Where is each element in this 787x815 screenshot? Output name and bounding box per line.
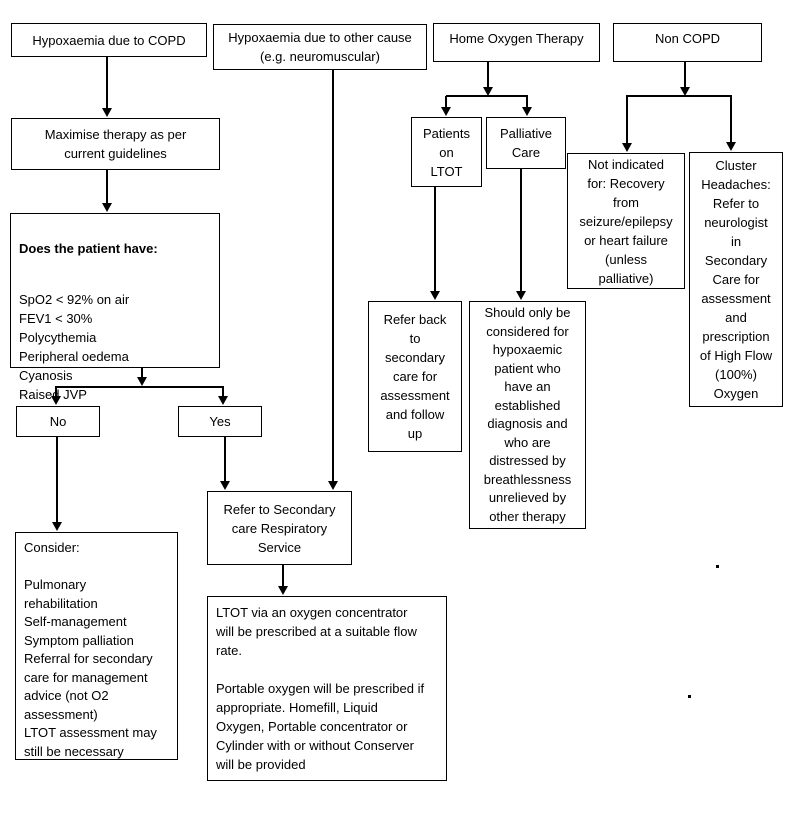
- node-yes: Yes: [178, 406, 262, 437]
- arrowhead-criteria-stem: [137, 377, 147, 386]
- arrow-line-home-oxygen-stem: [487, 62, 489, 88]
- node-non-copd: Non COPD: [613, 23, 762, 62]
- arrow-line-to-no: [55, 387, 57, 397]
- arrowhead-to-yes: [218, 396, 228, 405]
- arrow-line-copd-to-maximise: [106, 57, 108, 109]
- node-hypoxaemia-copd: Hypoxaemia due to COPD: [11, 23, 207, 57]
- node-consider-options: Consider: Pulmonary rehabilitation Self-…: [15, 532, 178, 760]
- arrow-line-patients-to-refer-back: [434, 187, 436, 292]
- arrowhead-yes-to-refer: [220, 481, 230, 490]
- arrowhead-refer-to-ltot: [278, 586, 288, 595]
- node-patient-criteria: Does the patient have: SpO2 < 92% on air…: [10, 213, 220, 402]
- arrowhead-home-oxygen-stem: [483, 87, 493, 96]
- arrow-line-to-patients-ltot: [445, 96, 447, 108]
- arrow-line-non-copd-stem: [684, 62, 686, 88]
- arrowhead-maximise-to-criteria: [102, 203, 112, 212]
- node-palliative-care: Palliative Care: [486, 117, 566, 169]
- stray-dot-1: [716, 565, 719, 568]
- arrowhead-palliative-to-should: [516, 291, 526, 300]
- criteria-list: SpO2 < 92% on air FEV1 < 30% Polycythemi…: [19, 292, 130, 402]
- bracket-home-oxygen: [446, 95, 528, 97]
- arrow-line-refer-to-ltot: [282, 565, 284, 587]
- node-maximise-therapy: Maximise therapy as per current guidelin…: [11, 118, 220, 170]
- arrowhead-to-patients-ltot: [441, 107, 451, 116]
- node-no: No: [16, 406, 100, 437]
- arrow-line-palliative-to-should: [520, 169, 522, 292]
- arrowhead-to-not-indicated: [622, 143, 632, 152]
- arrow-line-yes-to-refer: [224, 437, 226, 482]
- arrow-line-criteria-stem: [141, 368, 143, 381]
- node-cluster-headaches: Cluster Headaches: Refer to neurologist …: [689, 152, 783, 407]
- arrow-line-to-not-indicated: [626, 96, 628, 144]
- arrow-line-no-to-consider: [56, 437, 58, 523]
- criteria-title: Does the patient have:: [19, 241, 158, 256]
- arrowhead-non-copd-stem: [680, 87, 690, 96]
- stray-dot-2: [688, 695, 691, 698]
- arrow-line-other-cause-to-refer: [332, 70, 334, 482]
- arrow-line-to-palliative: [526, 96, 528, 108]
- arrowhead-no-to-consider: [52, 522, 62, 531]
- arrowhead-to-palliative: [522, 107, 532, 116]
- node-not-indicated: Not indicated for: Recovery from seizure…: [567, 153, 685, 289]
- arrowhead-to-no: [51, 396, 61, 405]
- node-hypoxaemia-other-cause: Hypoxaemia due to other cause (e.g. neur…: [213, 24, 427, 70]
- arrowhead-to-cluster: [726, 142, 736, 151]
- arrowhead-other-cause-to-refer: [328, 481, 338, 490]
- node-patients-on-ltot: Patients on LTOT: [411, 117, 482, 187]
- node-refer-secondary-care: Refer to Secondary care Respiratory Serv…: [207, 491, 352, 565]
- arrow-line-maximise-to-criteria: [106, 170, 108, 204]
- node-should-only-be-considered: Should only be considered for hypoxaemic…: [469, 301, 586, 529]
- node-refer-back: Refer back to secondary care for assessm…: [368, 301, 462, 452]
- arrowhead-copd-to-maximise: [102, 108, 112, 117]
- bracket-non-copd: [626, 95, 732, 97]
- arrow-line-to-cluster: [730, 96, 732, 143]
- arrow-line-to-yes: [222, 387, 224, 397]
- bracket-criteria: [55, 386, 224, 388]
- node-ltot-prescription: LTOT via an oxygen concentrator will be …: [207, 596, 447, 781]
- arrowhead-patients-to-refer-back: [430, 291, 440, 300]
- node-home-oxygen-therapy: Home Oxygen Therapy: [433, 23, 600, 62]
